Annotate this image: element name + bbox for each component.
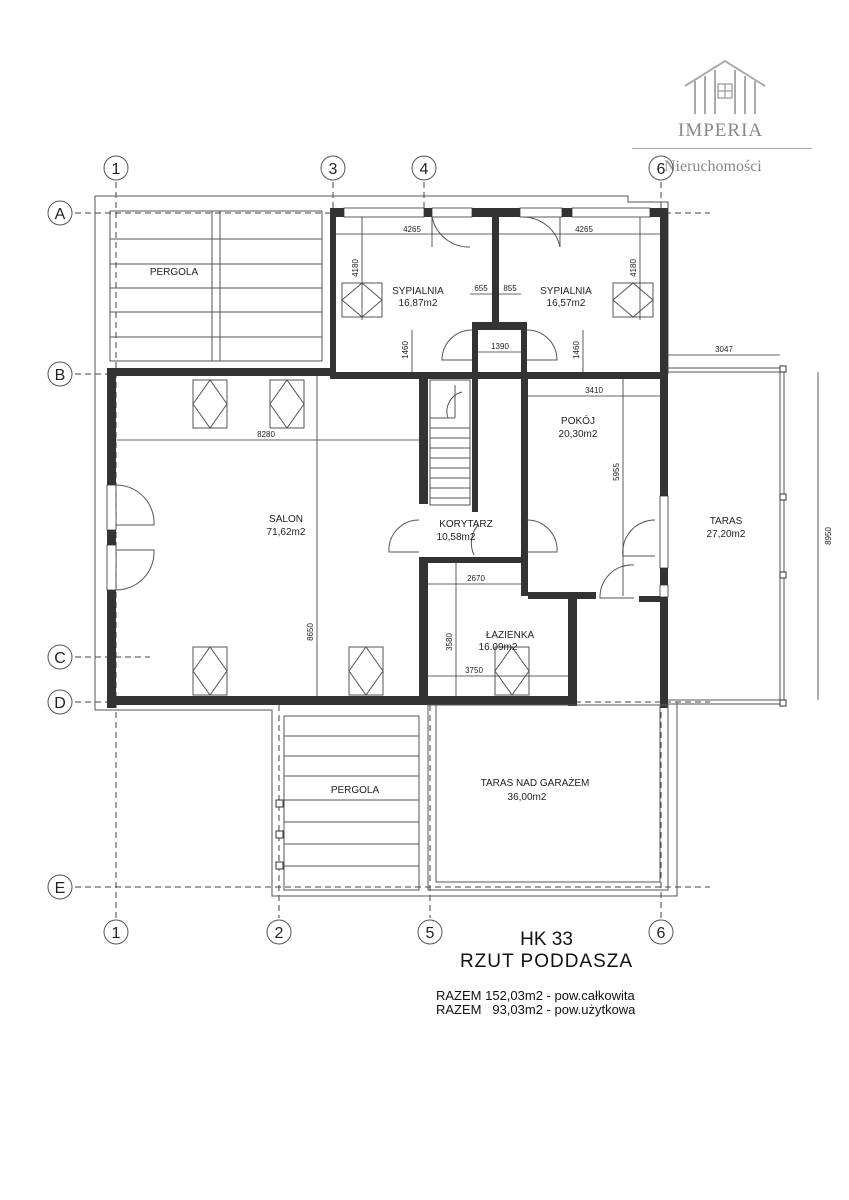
room-taras-garaz-area: 36,00m2 — [508, 792, 547, 803]
room-lazienka-area: 16.09m2 — [479, 642, 518, 653]
drawing-code: HK 33 — [520, 929, 573, 950]
room-korytarz-area: 10,58m2 — [437, 532, 476, 543]
logo-house-icon — [684, 59, 766, 114]
logo-divider — [632, 148, 812, 149]
dimension-labels: 4265 4265 4180 4180 655 855 1390 1460 14… — [257, 225, 833, 675]
walls — [107, 208, 668, 708]
axis-marker-left-B: B — [47, 361, 73, 387]
pergola-bottom — [275, 735, 419, 870]
logo-name: IMPERIA — [678, 120, 764, 141]
svg-text:A: A — [55, 206, 66, 223]
terrace-right-outline — [668, 365, 787, 707]
axis-marker-top-1: 1 — [103, 155, 129, 181]
room-korytarz-name: KORYTARZ — [439, 519, 493, 530]
svg-text:4: 4 — [420, 161, 429, 178]
axis-marker-left-C: C — [47, 644, 73, 670]
summary-total-area: RAZEM 152,03m2 - pow.całkowita — [436, 988, 635, 1003]
room-pergola-bottom: PERGOLA — [331, 785, 380, 796]
dim-2670: 2670 — [467, 574, 485, 583]
svg-text:1: 1 — [112, 161, 121, 178]
dim-8950: 8950 — [824, 527, 833, 545]
room-taras-name: TARAS — [710, 516, 743, 527]
svg-text:5: 5 — [426, 925, 435, 942]
room-sypialnia-2-name: SYPIALNIA — [540, 286, 592, 297]
dim-4265-right: 4265 — [575, 225, 593, 234]
windows — [106, 207, 669, 598]
dim-1390: 1390 — [491, 342, 509, 351]
axis-marker-bottom-1: 1 — [103, 919, 129, 945]
dim-3750: 3750 — [465, 666, 483, 675]
svg-text:C: C — [54, 650, 66, 667]
room-pergola-top: PERGOLA — [150, 267, 199, 278]
skylights — [192, 282, 654, 696]
axis-marker-bottom-2: 2 — [266, 919, 292, 945]
room-pokoj-area: 20,30m2 — [559, 429, 598, 440]
dim-655: 655 — [474, 284, 488, 293]
roof-outline — [94, 195, 678, 897]
dim-8280: 8280 — [257, 430, 275, 439]
drawing-title: RZUT PODDASZA — [459, 951, 634, 972]
svg-text:B: B — [55, 367, 66, 384]
dim-4180-left: 4180 — [351, 259, 360, 277]
room-taras-garaz-name: TARAS NAD GARAŻEM — [481, 776, 590, 789]
room-salon-area: 71,62m2 — [267, 527, 306, 538]
dim-855: 855 — [503, 284, 517, 293]
pergola-top — [109, 210, 323, 362]
dim-5955: 5955 — [612, 463, 621, 481]
svg-text:1: 1 — [112, 925, 121, 942]
svg-text:E: E — [55, 880, 66, 897]
room-sypialnia-1-name: SYPIALNIA — [392, 286, 444, 297]
axis-marker-top-4: 4 — [411, 155, 437, 181]
svg-text:D: D — [54, 695, 66, 712]
svg-text:2: 2 — [275, 925, 284, 942]
room-labels: PERGOLA SYPIALNIA 16,87m2 SYPIALNIA 16,5… — [150, 267, 746, 803]
logo-tagline: Nieruchomości — [664, 158, 762, 175]
axis-marker-left-D: D — [47, 689, 73, 715]
dim-1460-right: 1460 — [572, 341, 581, 359]
dim-3047: 3047 — [715, 345, 733, 354]
svg-text:3: 3 — [329, 161, 338, 178]
room-salon-name: SALON — [269, 514, 303, 525]
stairs — [429, 379, 471, 506]
dim-3410: 3410 — [585, 386, 603, 395]
room-taras-area: 27,20m2 — [707, 529, 746, 540]
svg-text:6: 6 — [657, 925, 666, 942]
axis-marker-top-6: 6 — [648, 155, 674, 181]
dim-8650: 8650 — [306, 623, 315, 641]
room-sypialnia-1-area: 16,87m2 — [399, 298, 438, 309]
dim-4180-right: 4180 — [629, 259, 638, 277]
axis-marker-bottom-5: 5 — [417, 919, 443, 945]
summary-usable-area: RAZEM 93,03m2 - pow.użytkowa — [436, 1002, 636, 1017]
room-lazienka-name: ŁAZIENKA — [486, 630, 535, 641]
axis-marker-bottom-6: 6 — [648, 919, 674, 945]
dim-4265-left: 4265 — [403, 225, 421, 234]
axis-marker-top-3: 3 — [320, 155, 346, 181]
svg-text:6: 6 — [657, 161, 666, 178]
doors — [115, 216, 656, 599]
dim-3580: 3580 — [445, 633, 454, 651]
terrace-over-garage-outline — [427, 704, 669, 891]
room-pokoj-name: POKÓJ — [561, 414, 595, 427]
axis-marker-left-E: E — [47, 874, 73, 900]
room-sypialnia-2-area: 16,57m2 — [547, 298, 586, 309]
axis-marker-left-A: A — [47, 200, 73, 226]
dimension-lines — [116, 217, 819, 700]
dim-1460-left: 1460 — [401, 341, 410, 359]
